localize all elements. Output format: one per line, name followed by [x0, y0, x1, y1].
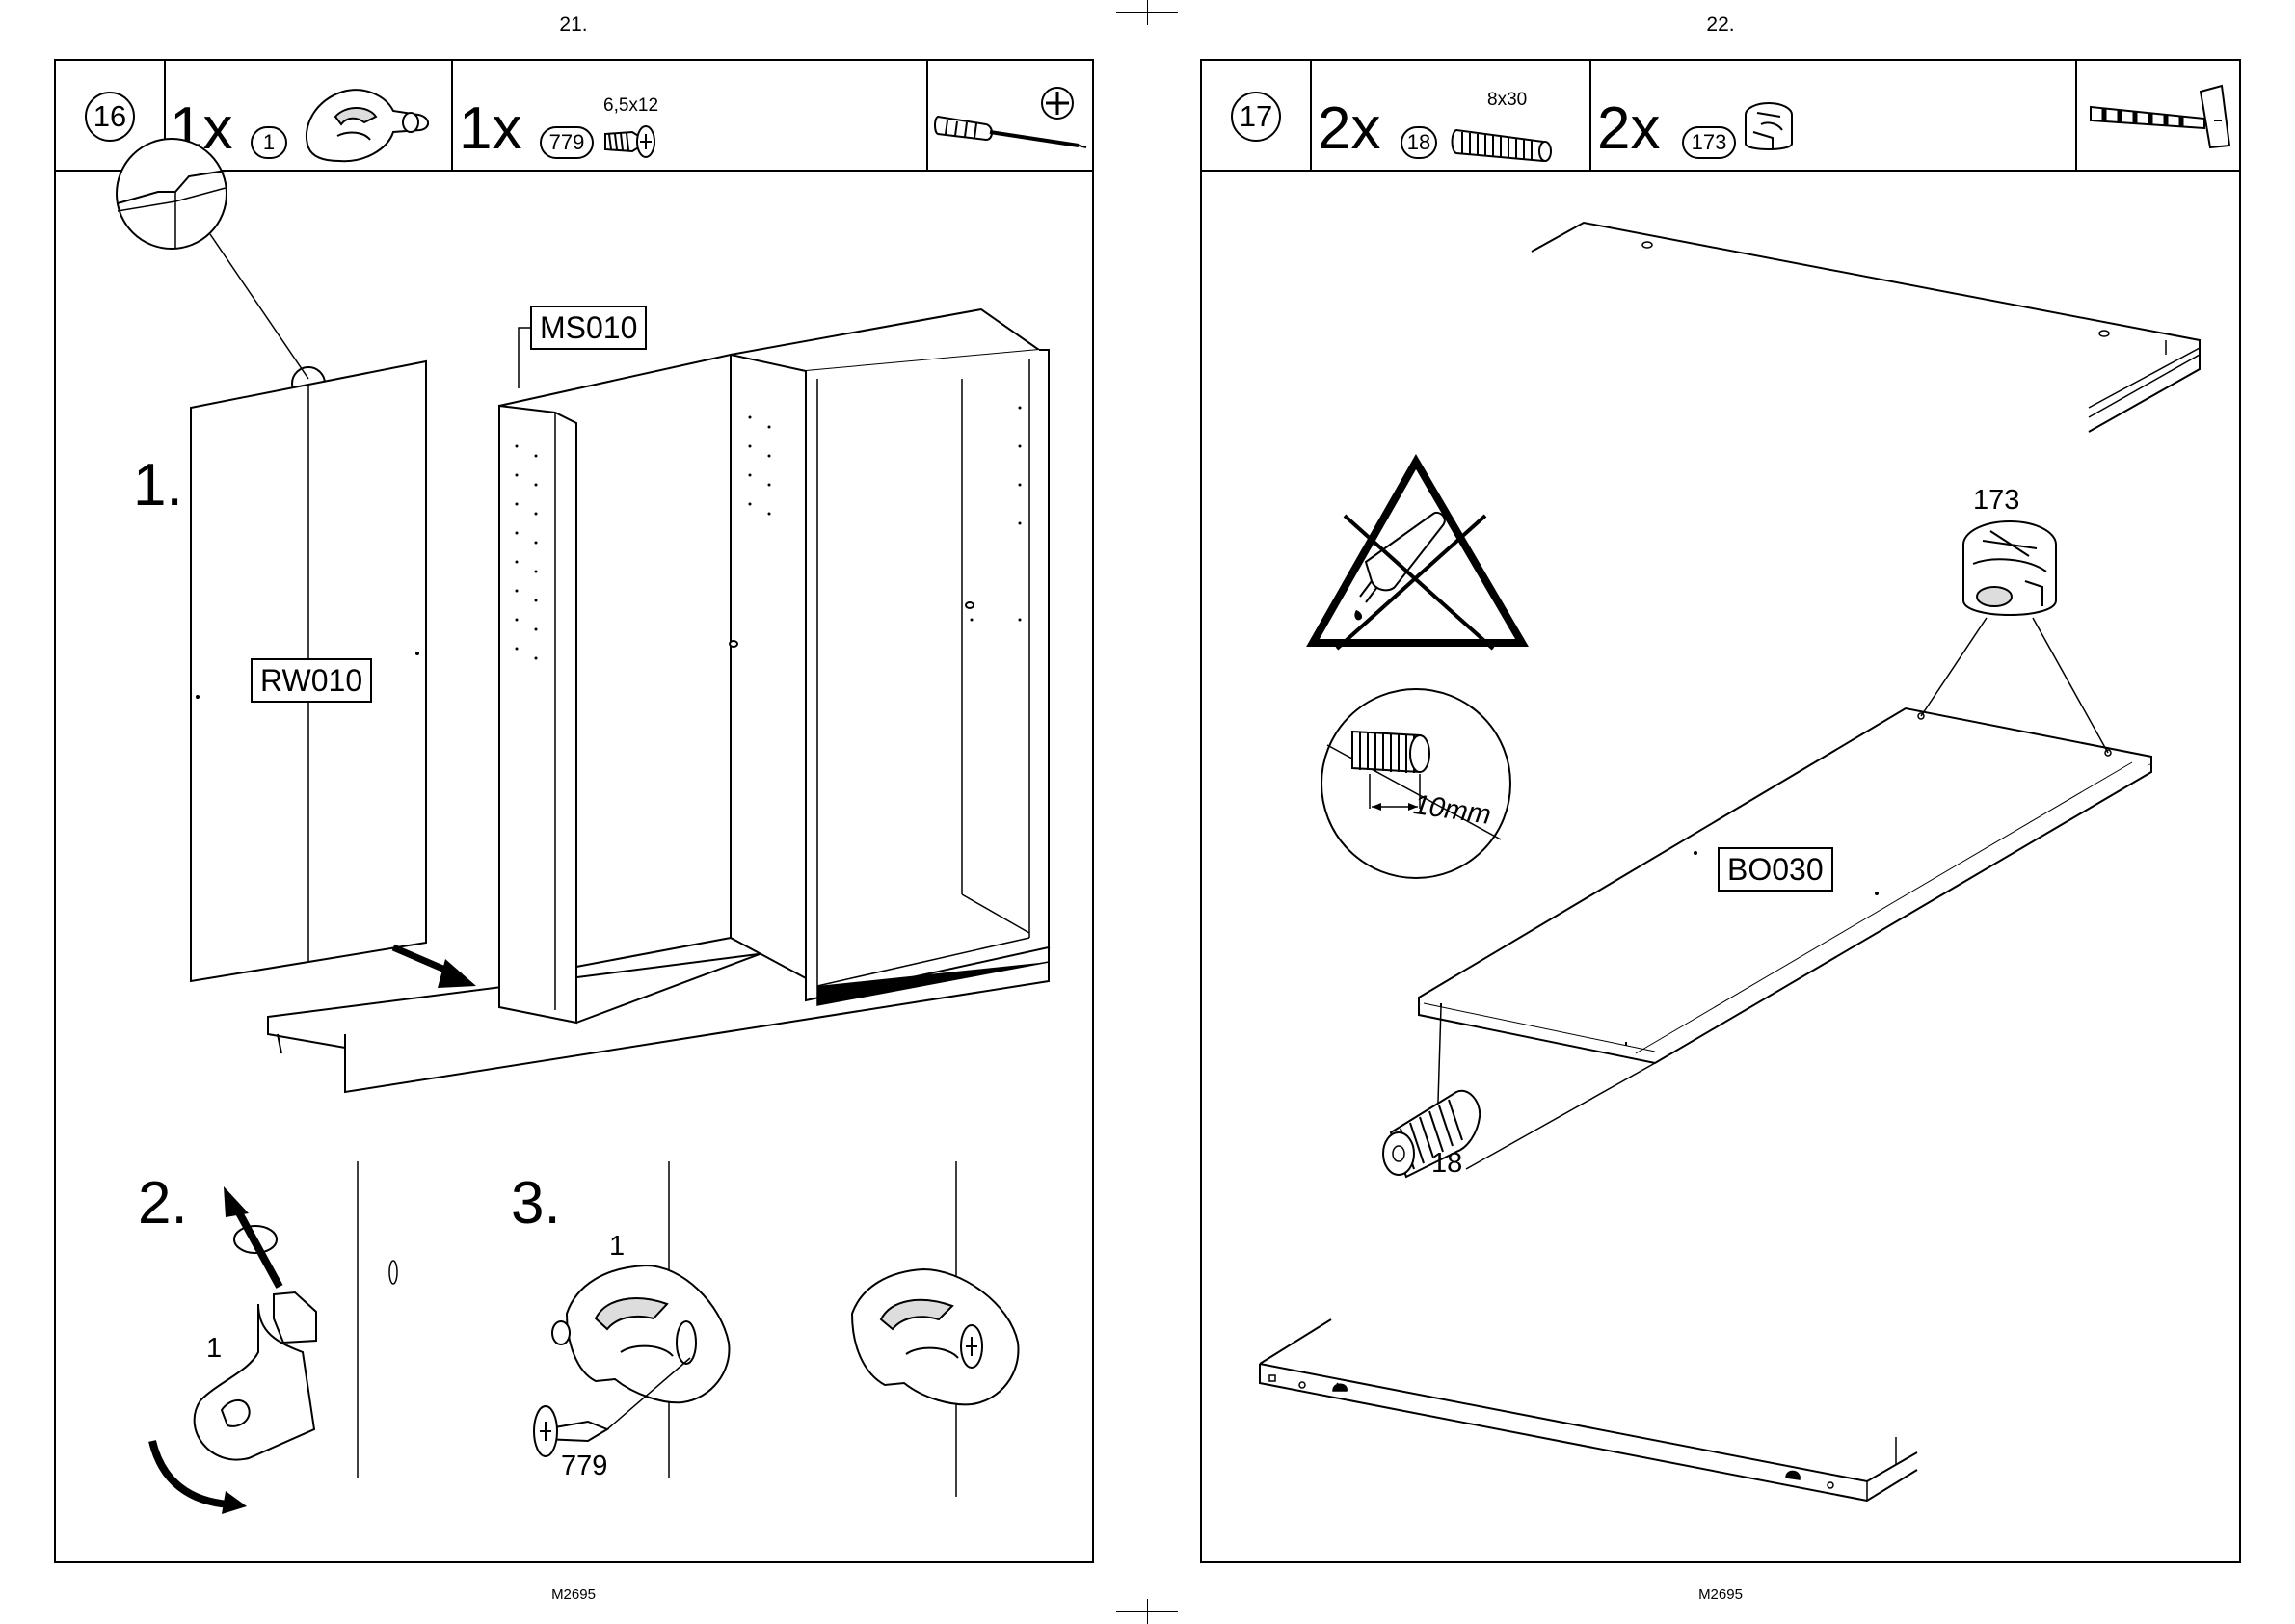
document-code: M2695 — [516, 1586, 631, 1603]
crop-mark — [1116, 1611, 1178, 1612]
page-number: 22. — [1672, 13, 1769, 37]
document-code: M2695 — [1663, 1586, 1778, 1603]
page-number: 21. — [525, 13, 622, 37]
crop-mark — [1147, 0, 1148, 25]
step-panel-16: 16 1x 1 1x 779 6,5x12 — [54, 59, 1094, 1563]
step-panel-17: 17 2x 18 8x30 2x 173 — [1200, 59, 2241, 1563]
crop-mark — [1116, 12, 1178, 13]
part-callout-cam-lock: 173 — [1973, 485, 2019, 517]
part-callout-dowel: 18 — [1431, 1148, 1462, 1180]
detail-drawing-step-3 — [56, 61, 1092, 1559]
panel-label-bottom: BO030 — [1718, 847, 1833, 892]
assembly-drawing-step-17 — [1202, 61, 2239, 1559]
